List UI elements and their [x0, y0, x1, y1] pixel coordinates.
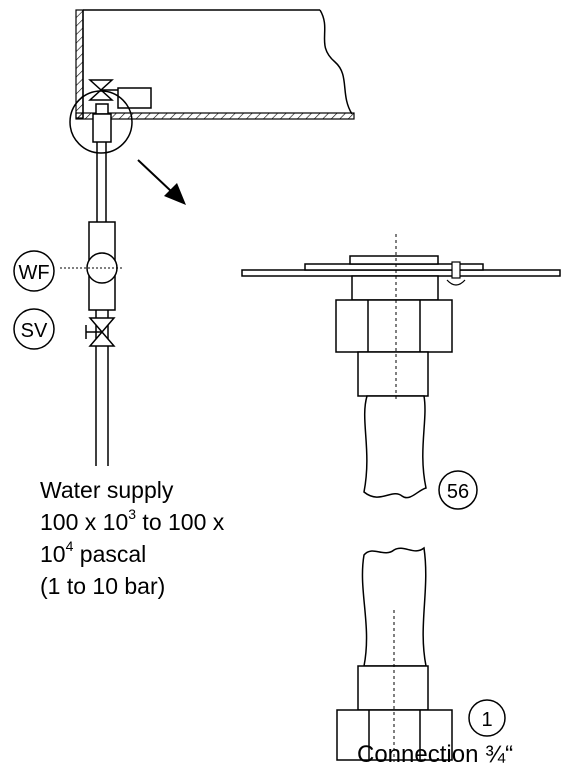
- wf-label: WF: [13, 250, 55, 292]
- solenoid-valve: [88, 79, 152, 143]
- water-supply-line-1: Water supply: [40, 477, 174, 503]
- hose-lower: [361, 546, 427, 667]
- supply-pipe: [88, 142, 116, 466]
- machine-housing: [75, 9, 355, 120]
- part-1-text: 1: [481, 709, 492, 731]
- water-supply-line-2: 100 x 103 to 100 x: [40, 506, 225, 535]
- flow-meter-symbol: [60, 252, 122, 284]
- water-supply-line-3: 104 pascal: [40, 538, 147, 567]
- hose-upper: [363, 395, 427, 499]
- part-56-text: 56: [447, 481, 469, 503]
- detail-arrow: [137, 159, 186, 205]
- part-1-label: 1: [468, 699, 506, 737]
- water-supply-line-4: (1 to 10 bar): [40, 573, 166, 599]
- connection-label: Connection ¾“: [357, 741, 514, 768]
- sv-label: SV: [13, 308, 55, 350]
- upper-hex-nut: [335, 299, 453, 397]
- wf-label-text: WF: [18, 262, 49, 284]
- mounting-plate: [241, 255, 561, 301]
- sv-label-text: SV: [21, 320, 48, 342]
- detail-circle: [69, 90, 133, 154]
- shutoff-valve-symbol: [85, 317, 116, 347]
- water-supply-text: Water supply 100 x 103 to 100 x 104 pasc…: [40, 474, 224, 602]
- part-56-label: 56: [438, 470, 478, 510]
